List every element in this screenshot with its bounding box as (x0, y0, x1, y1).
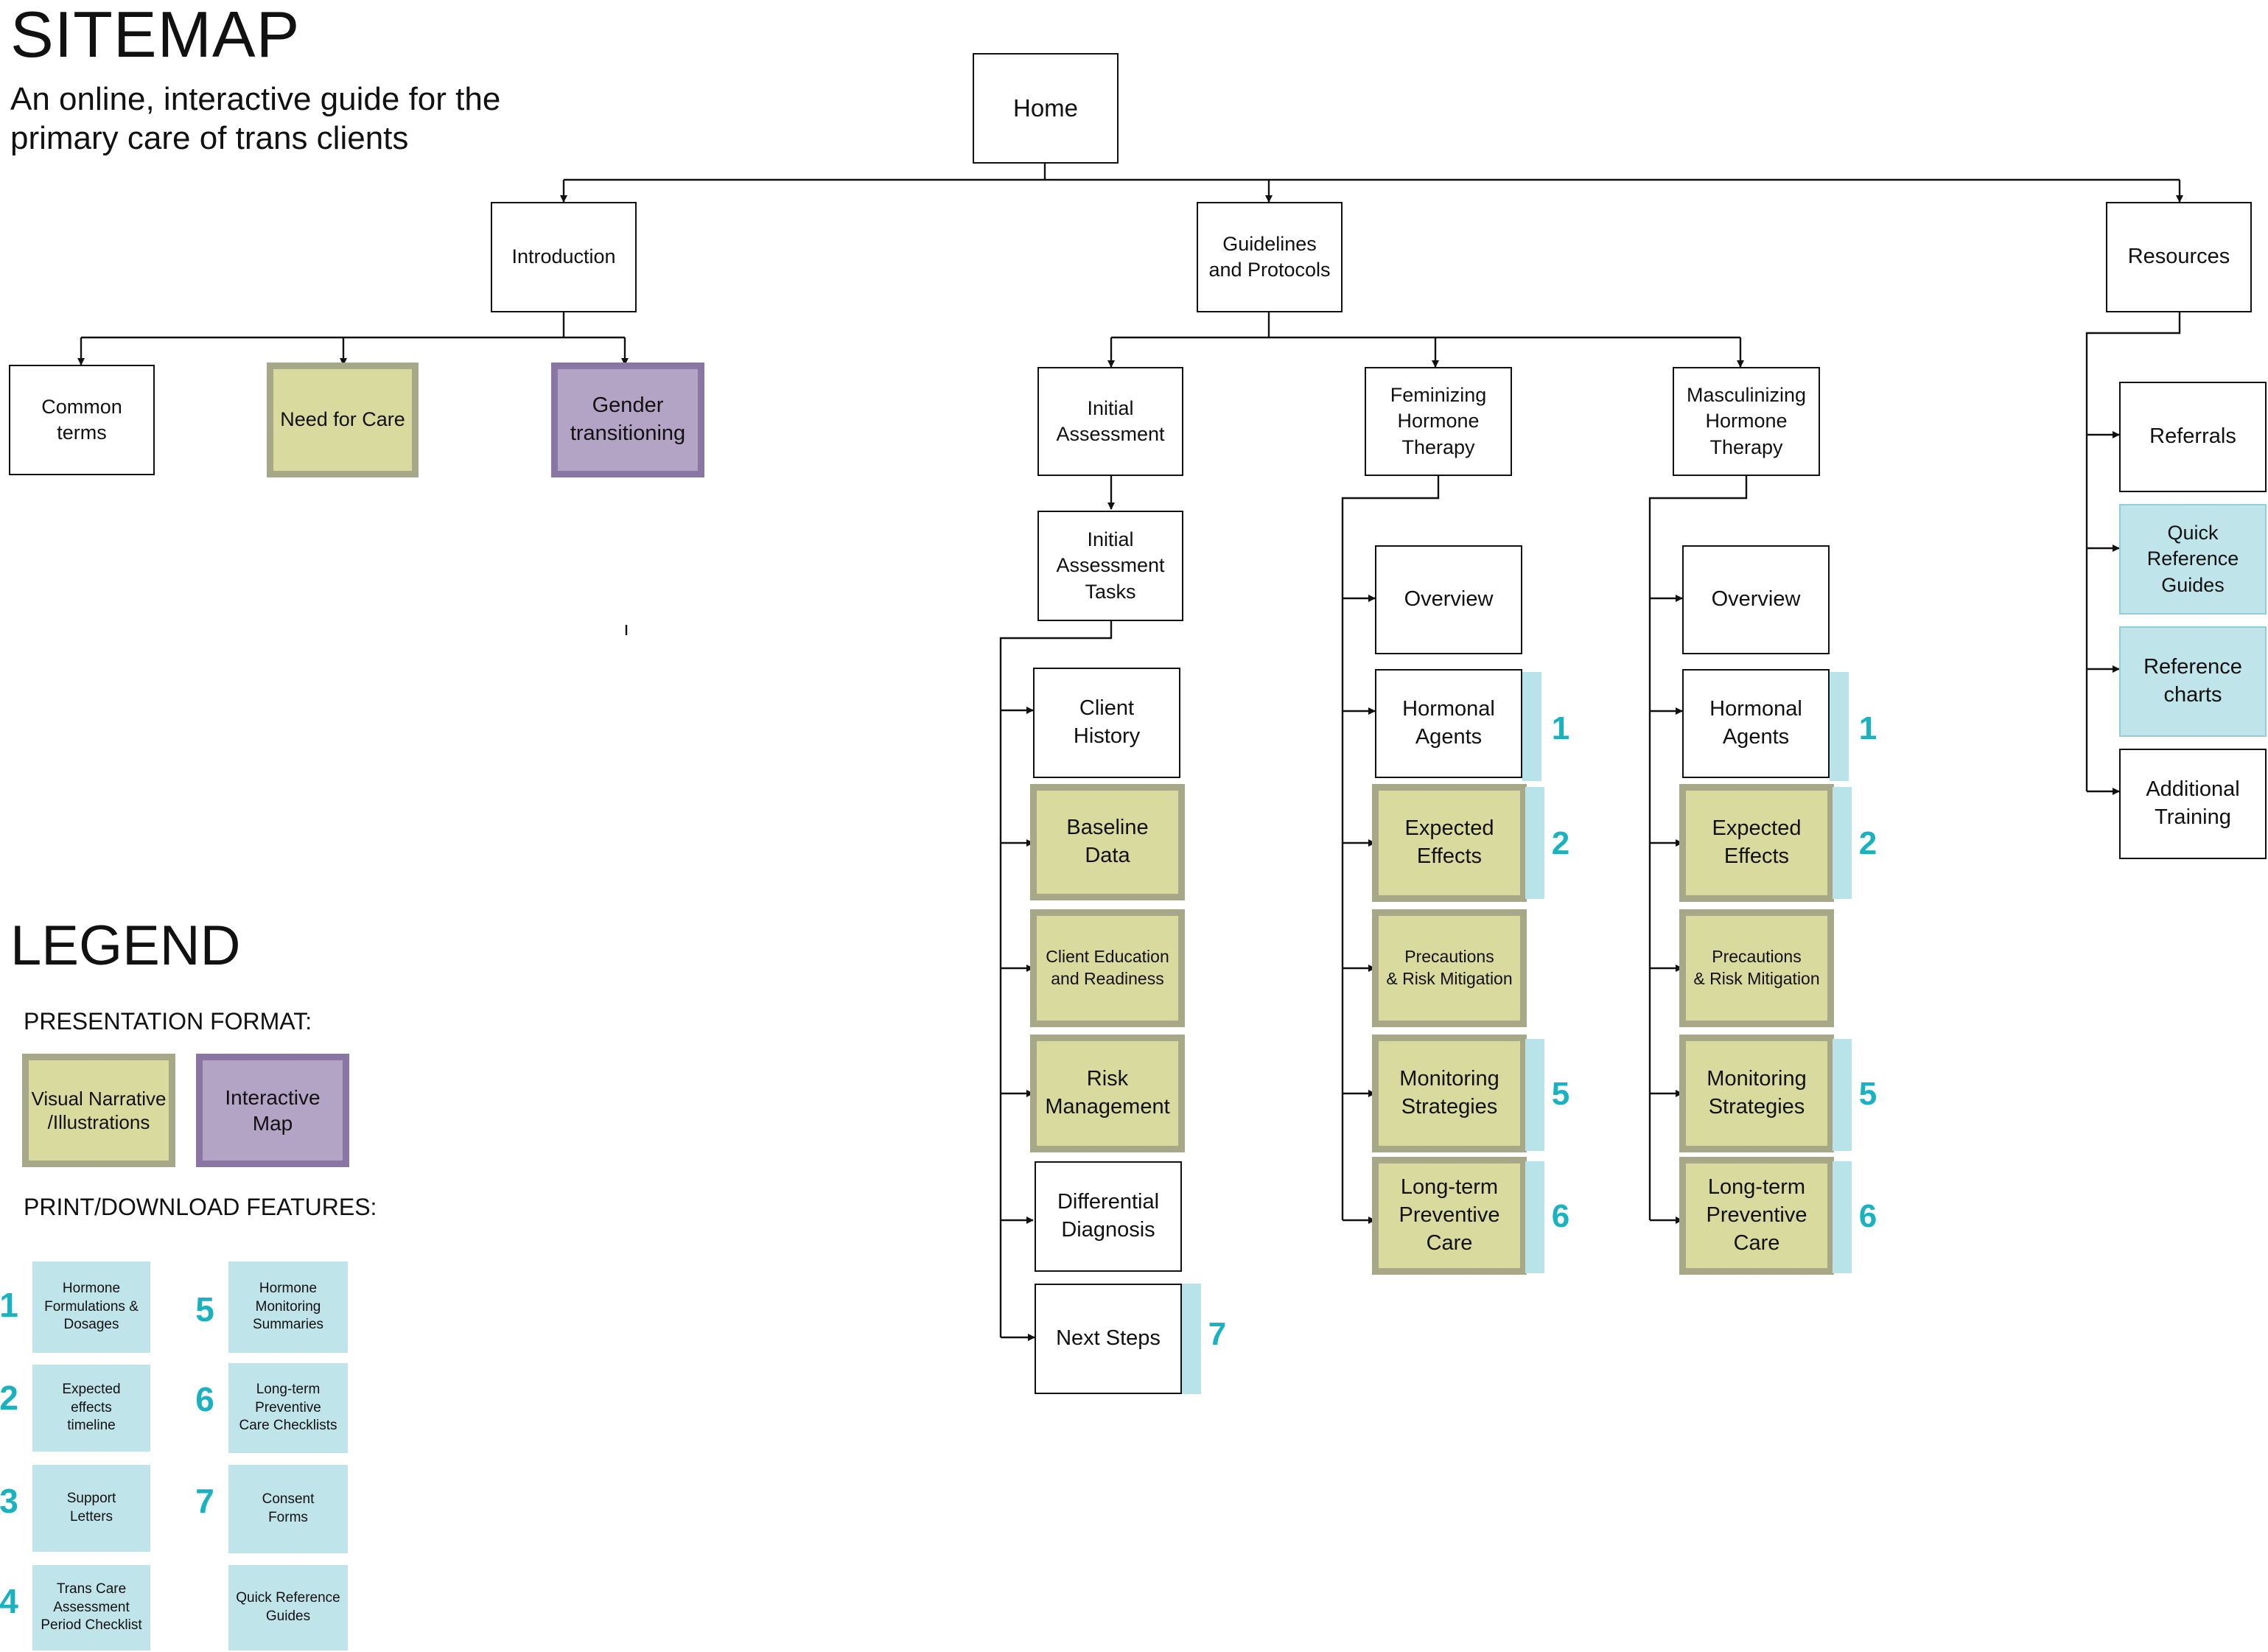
feature-number-2: 2 (1551, 825, 1570, 861)
presentation-format-heading: PRESENTATION FORMAT: (24, 1008, 312, 1035)
node-client-education-and-readiness[interactable]: Client Education and Readiness (1030, 909, 1185, 1027)
feature-number: 6 (195, 1380, 214, 1418)
feature-trans-care-checklist: Trans Care Assessment Period Checklist (32, 1565, 150, 1651)
node-introduction[interactable]: Introduction (491, 202, 637, 312)
print-download-heading: PRINT/DOWNLOAD FEATURES: (24, 1194, 377, 1220)
feature-tab (1830, 672, 1849, 781)
feature-number-1: 1 (1858, 710, 1877, 746)
sitemap-title: SITEMAP (10, 0, 301, 71)
feature-hormone-formulations: Hormone Formulations & Dosages (32, 1261, 150, 1353)
feature-tab (1525, 1039, 1544, 1151)
feature-expected-effects-timeline: Expected effects timeline (32, 1365, 150, 1452)
node-risk-management[interactable]: Risk Management (1030, 1035, 1185, 1152)
node-next-steps[interactable]: Next Steps (1035, 1284, 1182, 1394)
node-resources[interactable]: Resources (2106, 202, 2252, 312)
node-masc-monitoring-strategies[interactable]: Monitoring Strategies (1679, 1035, 1834, 1152)
feature-tab (1525, 1161, 1544, 1273)
node-additional-training[interactable]: Additional Training (2119, 749, 2267, 859)
feature-tab (1182, 1284, 1201, 1394)
feature-tab (1525, 787, 1544, 899)
feature-support-letters: Support Letters (32, 1465, 150, 1552)
feature-number: 1 (0, 1286, 18, 1324)
feature-number-5: 5 (1551, 1076, 1570, 1112)
node-baseline-data[interactable]: Baseline Data (1030, 784, 1185, 900)
node-referrals[interactable]: Referrals (2119, 382, 2267, 492)
node-fem-expected-effects[interactable]: Expected Effects (1372, 784, 1527, 902)
node-initial-assessment[interactable]: Initial Assessment (1037, 367, 1183, 476)
node-fem-monitoring-strategies[interactable]: Monitoring Strategies (1372, 1035, 1527, 1152)
node-home[interactable]: Home (973, 53, 1119, 164)
feature-tab (1833, 1161, 1852, 1273)
node-initial-assessment-tasks[interactable]: Initial Assessment Tasks (1037, 511, 1183, 621)
feature-consent-forms: Consent Forms (228, 1465, 348, 1553)
feature-number: 5 (195, 1290, 214, 1329)
node-masculinizing-hormone-therapy[interactable]: Masculinizing Hormone Therapy (1673, 367, 1820, 476)
feature-number-6: 6 (1858, 1198, 1877, 1234)
feature-number-6: 6 (1551, 1198, 1570, 1234)
node-fem-precautions[interactable]: Precautions & Risk Mitigation (1372, 909, 1527, 1027)
node-masc-precautions[interactable]: Precautions & Risk Mitigation (1679, 909, 1834, 1027)
node-fem-long-term-preventive-care[interactable]: Long-term Preventive Care (1372, 1157, 1527, 1275)
feature-hormone-monitoring: Hormone Monitoring Summaries (228, 1261, 348, 1353)
node-guidelines-and-protocols[interactable]: Guidelines and Protocols (1197, 202, 1343, 312)
node-fem-overview[interactable]: Overview (1375, 545, 1522, 654)
feature-quick-reference-guides: Quick Reference Guides (228, 1565, 348, 1651)
feature-number: 4 (0, 1582, 18, 1620)
legend-visual-narrative: Visual Narrative /Illustrations (22, 1054, 175, 1167)
feature-number-7: 7 (1208, 1316, 1227, 1352)
feature-number-2: 2 (1858, 825, 1877, 861)
node-masc-expected-effects[interactable]: Expected Effects (1679, 784, 1834, 902)
node-masc-hormonal-agents[interactable]: Hormonal Agents (1682, 669, 1830, 778)
feature-number: 3 (0, 1482, 18, 1520)
feature-number: 2 (0, 1379, 18, 1417)
node-client-history[interactable]: Client History (1033, 668, 1180, 778)
sitemap-subtitle: An online, interactive guide for the pri… (10, 81, 501, 156)
legend-interactive-map: Interactive Map (196, 1054, 349, 1167)
feature-long-term-checklists: Long-term Preventive Care Checklists (228, 1363, 348, 1453)
feature-number-1: 1 (1551, 710, 1570, 746)
node-masc-long-term-preventive-care[interactable]: Long-term Preventive Care (1679, 1157, 1834, 1275)
node-reference-charts[interactable]: Reference charts (2119, 626, 2267, 737)
feature-number-5: 5 (1858, 1076, 1877, 1112)
feature-tab (1522, 672, 1541, 781)
node-feminizing-hormone-therapy[interactable]: Feminizing Hormone Therapy (1365, 367, 1512, 476)
node-quick-reference-guides[interactable]: Quick Reference Guides (2119, 504, 2267, 615)
node-masc-overview[interactable]: Overview (1682, 545, 1830, 654)
feature-number: 7 (195, 1482, 214, 1520)
feature-tab (1833, 787, 1852, 899)
legend-title: LEGEND (10, 914, 241, 977)
node-differential-diagnosis[interactable]: Differential Diagnosis (1035, 1161, 1182, 1272)
node-fem-hormonal-agents[interactable]: Hormonal Agents (1375, 669, 1522, 778)
node-common-terms[interactable]: Common terms (9, 365, 155, 475)
feature-tab (1833, 1039, 1852, 1151)
node-gender-transitioning[interactable]: Gender transitioning (551, 363, 704, 477)
node-need-for-care[interactable]: Need for Care (267, 363, 419, 477)
